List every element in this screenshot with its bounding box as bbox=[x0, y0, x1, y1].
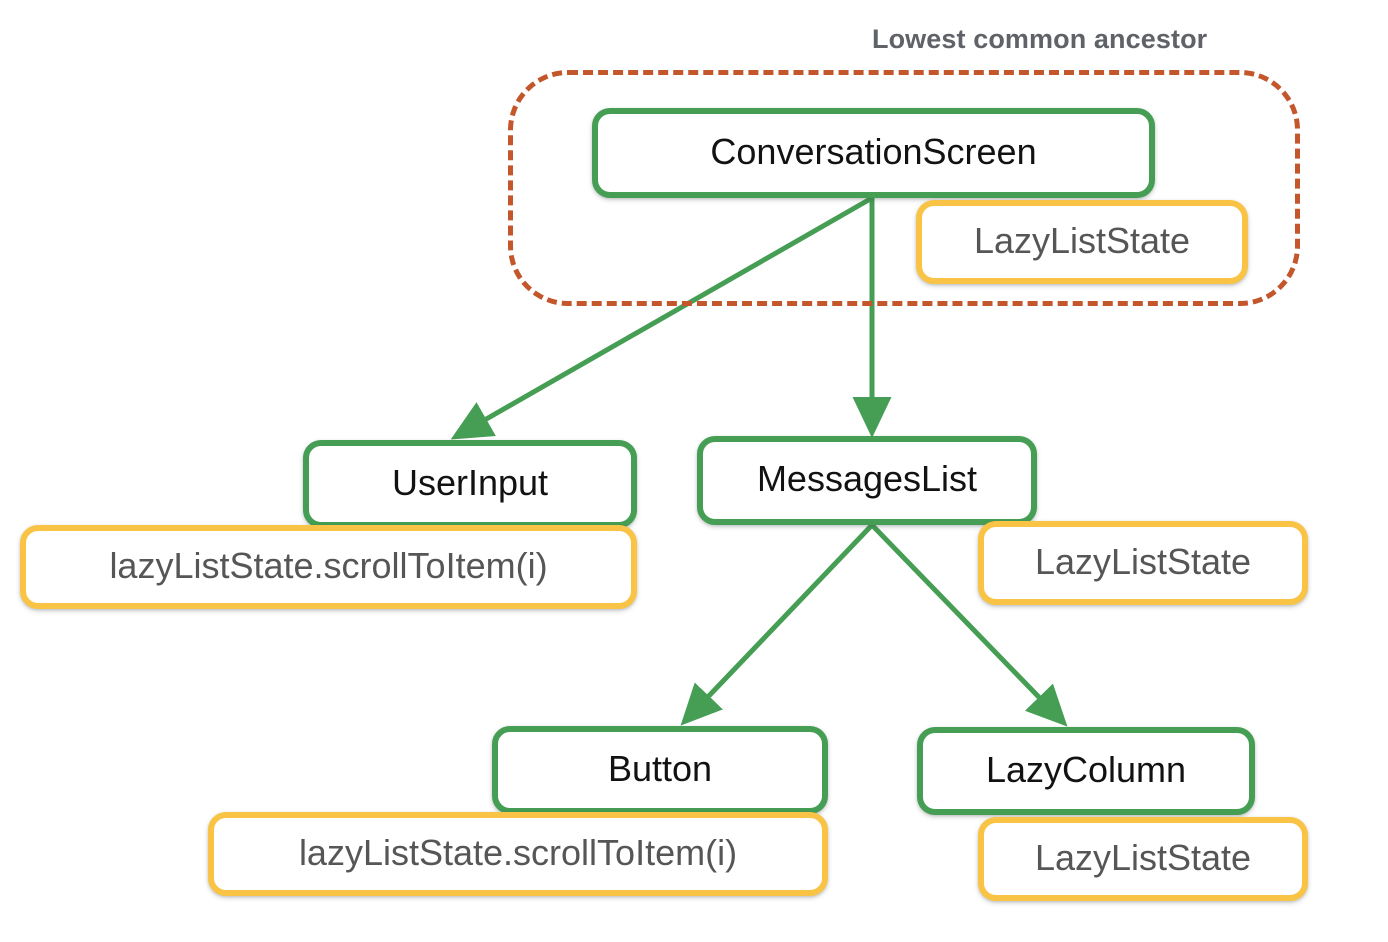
node-label: Button bbox=[607, 747, 713, 789]
node-user-input-state[interactable]: lazyListState.scrollToItem(i) bbox=[20, 525, 637, 609]
node-lazy-column[interactable]: LazyColumn bbox=[917, 727, 1255, 815]
node-button-state[interactable]: lazyListState.scrollToItem(i) bbox=[208, 812, 828, 896]
edge-messageslist-to-button bbox=[680, 523, 874, 726]
node-user-input[interactable]: UserInput bbox=[303, 440, 637, 528]
node-label: lazyListState.scrollToItem(i) bbox=[298, 831, 738, 873]
node-label: ConversationScreen bbox=[710, 130, 1037, 172]
node-label: LazyListState bbox=[1034, 540, 1252, 582]
node-label: LazyListState bbox=[1034, 836, 1252, 878]
node-label: UserInput bbox=[391, 461, 549, 503]
node-label: LazyColumn bbox=[985, 748, 1187, 790]
node-messages-list-state[interactable]: LazyListState bbox=[978, 521, 1308, 605]
node-label: LazyListState bbox=[973, 219, 1191, 261]
node-lazy-column-state[interactable]: LazyListState bbox=[978, 817, 1308, 901]
node-messages-list[interactable]: MessagesList bbox=[697, 436, 1037, 525]
lowest-common-ancestor-label: Lowest common ancestor bbox=[872, 24, 1208, 54]
node-conversation-screen[interactable]: ConversationScreen bbox=[592, 108, 1155, 198]
node-label: lazyListState.scrollToItem(i) bbox=[109, 544, 548, 586]
node-button[interactable]: Button bbox=[492, 726, 828, 814]
node-conversation-screen-state[interactable]: LazyListState bbox=[916, 200, 1248, 284]
lowest-common-ancestor-region bbox=[508, 70, 1300, 306]
node-label: MessagesList bbox=[756, 458, 978, 499]
